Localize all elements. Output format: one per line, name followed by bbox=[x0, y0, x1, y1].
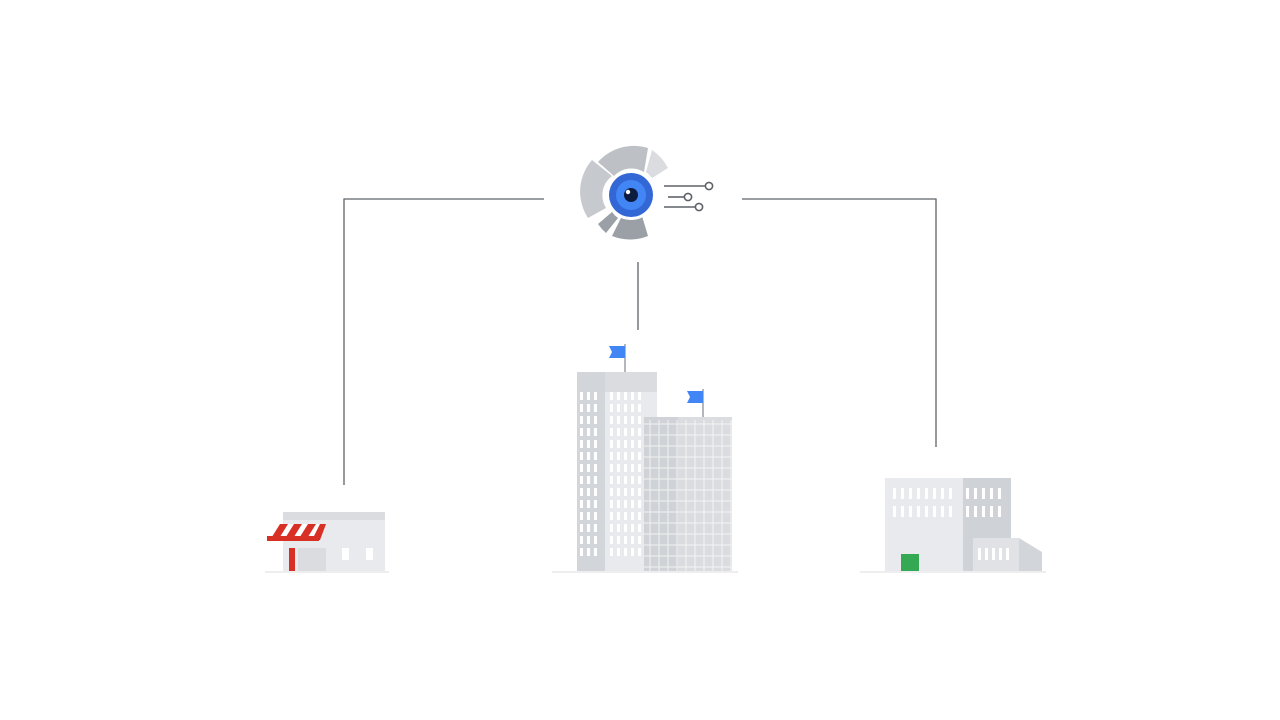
vision-eye-circuit-icon bbox=[580, 145, 714, 240]
storefront-icon bbox=[265, 512, 389, 573]
connector-hub-to-factory bbox=[742, 198, 937, 447]
connector-hub-to-store bbox=[343, 198, 544, 485]
factory-building-icon bbox=[860, 478, 1046, 573]
connectors bbox=[343, 198, 937, 485]
office-towers-icon bbox=[552, 344, 738, 573]
